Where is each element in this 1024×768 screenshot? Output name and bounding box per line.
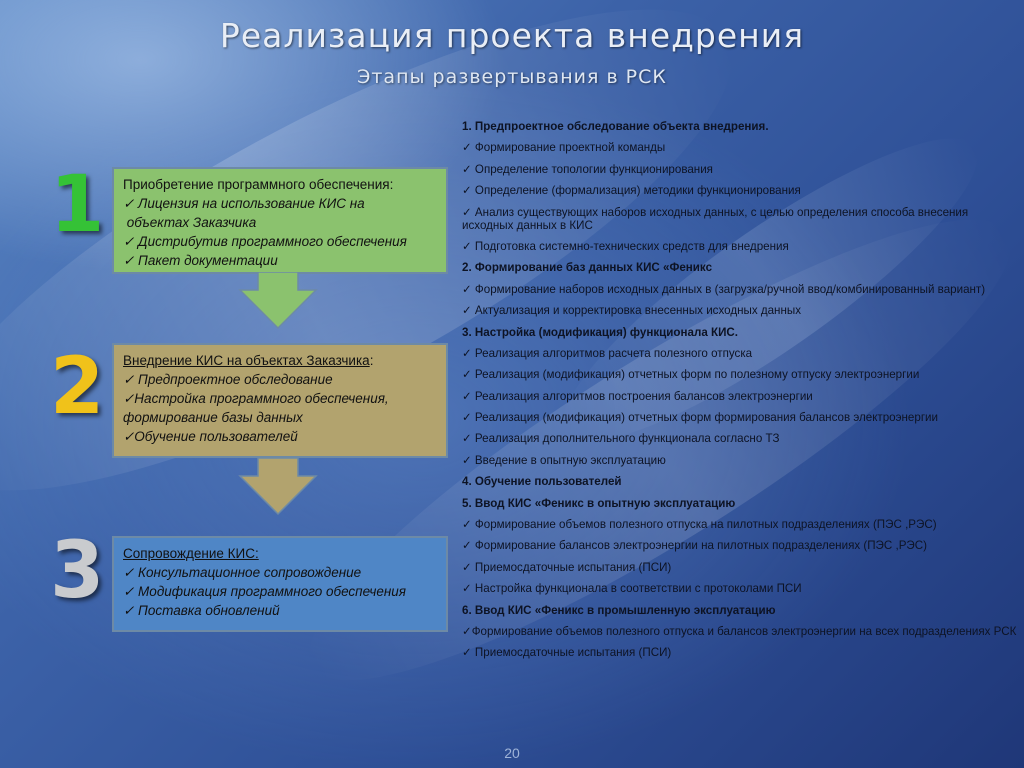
stage-heading-colon: : — [369, 353, 374, 368]
stage-heading: Сопровождение КИС: — [123, 544, 438, 563]
stage-item: ✓ Консультационное сопровождение — [123, 565, 362, 580]
step-item: ✓ Формирование наборов исходных данных в… — [462, 282, 986, 296]
page-number: 20 — [504, 745, 520, 761]
step-item: ✓ Формирование объемов полезного отпуска… — [462, 518, 937, 532]
step-heading: 5. Ввод КИС «Феникс в опытную эксплуатац… — [462, 496, 736, 510]
stage-box-support: Сопровождение КИС: ✓ Консультационное со… — [112, 536, 448, 632]
implementation-steps-list: 1. Предпроектное обследование объекта вн… — [462, 120, 1017, 668]
stage-item: ✓ Дистрибутив программного обеспечения — [123, 234, 407, 249]
step-item: ✓ Определение топологии функционирования — [462, 162, 713, 176]
down-arrow-icon — [238, 272, 318, 330]
step-item: ✓ Реализация дополнительного функционала… — [462, 432, 780, 446]
stage-box-implementation: Внедрение КИС на объектах Заказчика: ✓ П… — [112, 343, 448, 458]
stage-item: ✓ Модификация программного обеспечения — [123, 584, 407, 599]
stage-heading-text: Внедрение КИС на объектах Заказчика — [123, 353, 370, 368]
step-item: ✓ Реализация (модификация) отчетных форм… — [462, 411, 939, 425]
step-item: ✓ Определение (формализация) методики фу… — [462, 184, 801, 198]
step-item: ✓ Формирование проектной команды — [462, 141, 666, 155]
stage-item: ✓Обучение пользователей — [123, 429, 298, 444]
step-item: ✓ Приемосдаточные испытания (ПСИ) — [462, 560, 672, 574]
stage-number-3: 3 — [50, 526, 105, 616]
step-heading: 3. Настройка (модификация) функционала К… — [462, 325, 738, 339]
step-item: ✓ Введение в опытную эксплуатацию — [462, 453, 666, 467]
stage-item: ✓Настройка программного обеспечения, — [123, 391, 389, 406]
stage-item: ✓ Лицензия на использование КИС на — [123, 196, 365, 211]
stage-heading: Внедрение КИС на объектах Заказчика: — [123, 351, 438, 370]
stage-item: ✓ Поставка обновлений — [123, 603, 280, 618]
step-heading: 2. Формирование баз данных КИС «Феникс — [462, 261, 713, 275]
stage-box-acquisition: Приобретение программного обеспечения: ✓… — [112, 167, 448, 274]
stage-item: ✓ Предпроектное обследование — [123, 372, 333, 387]
step-item: ✓ Актуализация и корректировка внесенных… — [462, 304, 801, 318]
step-item: ✓ Подготовка системно-технических средст… — [462, 239, 789, 253]
stage-heading-text: Сопровождение КИС: — [123, 546, 259, 561]
slide-title: Реализация проекта внедрения — [219, 16, 805, 55]
step-item: ✓ Реализация (модификация) отчетных форм… — [462, 368, 920, 382]
step-item: ✓ Реализация алгоритмов расчета полезног… — [462, 346, 753, 360]
step-item: ✓ Реализация алгоритмов построения балан… — [462, 389, 813, 403]
stage-item: объектах Заказчика — [123, 215, 257, 230]
step-heading: 6. Ввод КИС «Феникс в промышленную экспл… — [462, 603, 776, 617]
step-item: ✓ Анализ существующих наборов исходных д… — [462, 205, 969, 232]
stage-number-2: 2 — [50, 342, 105, 432]
step-heading: 1. Предпроектное обследование объекта вн… — [462, 120, 769, 133]
stage-heading: Приобретение программного обеспечения: — [123, 177, 394, 192]
step-item: ✓Формирование объемов полезного отпуска … — [462, 624, 1017, 638]
slide-subtitle: Этапы развертывания в РСК — [357, 66, 667, 88]
step-heading: 4. Обучение пользователей — [462, 475, 622, 489]
step-item: ✓ Настройка функционала в соответствии с… — [462, 582, 802, 596]
stage-item: ✓ Пакет документации — [123, 253, 278, 268]
step-item: ✓ Приемосдаточные испытания (ПСИ) — [462, 646, 672, 660]
step-item: ✓ Формирование балансов электроэнергии н… — [462, 539, 928, 553]
stage-number-1: 1 — [50, 160, 105, 250]
stage-item: формирование базы данных — [123, 410, 303, 425]
down-arrow-icon — [238, 458, 318, 516]
